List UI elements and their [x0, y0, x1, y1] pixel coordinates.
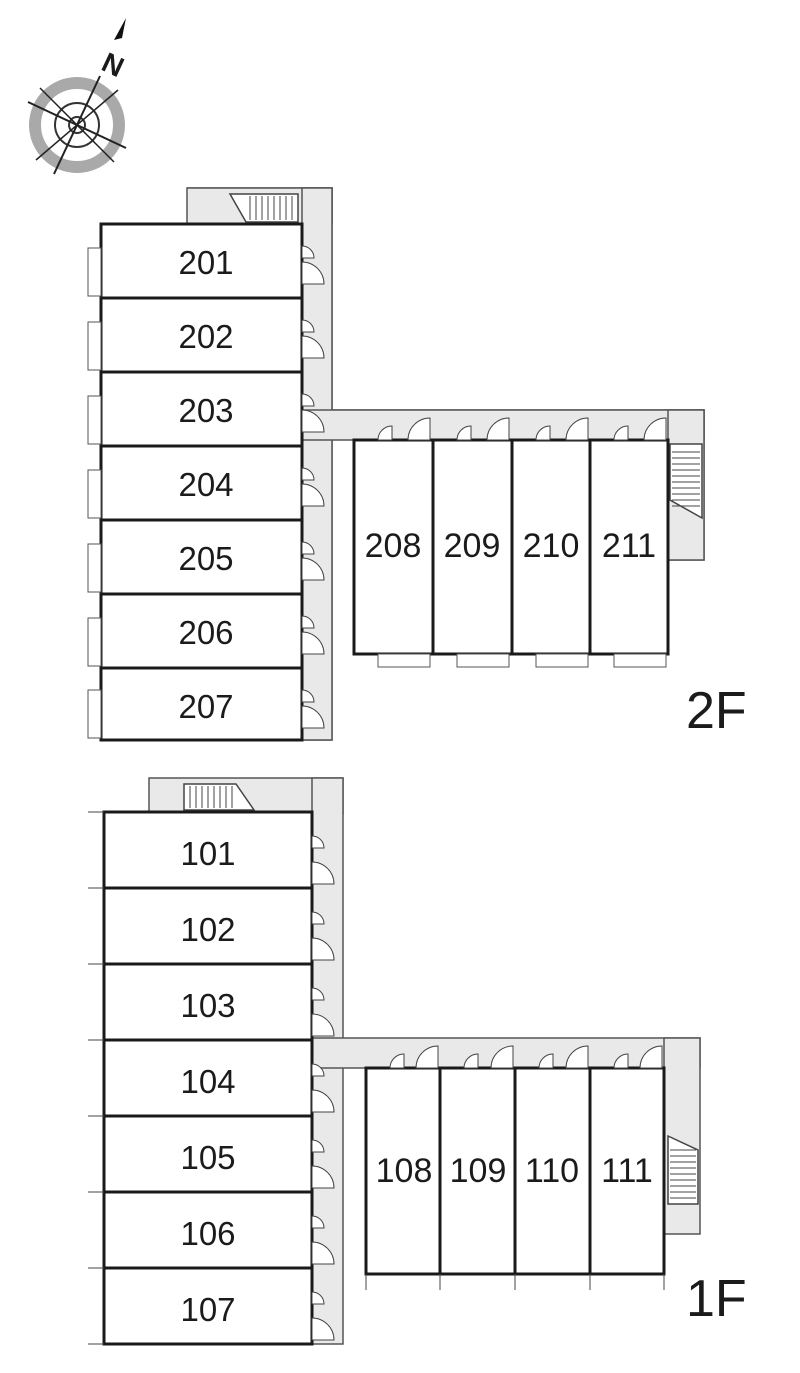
unit-211: 211: [588, 417, 670, 668]
stairs-1f-top-icon: [183, 783, 256, 811]
unit-109-label: 109: [450, 1152, 507, 1190]
stairs-2f-top-icon: [228, 193, 299, 223]
unit-209-label: 209: [444, 527, 501, 565]
unit-201: 201: [87, 222, 325, 300]
unit-104-label: 104: [180, 1063, 235, 1100]
unit-101-label: 101: [180, 835, 235, 872]
unit-210: 210: [510, 417, 592, 668]
floor-2f: 201 202 203 204 205: [87, 187, 747, 742]
floor-label-2f: 2F: [686, 682, 747, 740]
unit-208-label: 208: [365, 527, 422, 565]
unit-105-label: 105: [180, 1139, 235, 1176]
unit-107: 107: [88, 1266, 335, 1346]
unit-207-label: 207: [178, 688, 233, 725]
unit-110-label: 110: [525, 1152, 579, 1190]
unit-208: 208: [352, 417, 435, 668]
unit-207: 207: [87, 666, 325, 742]
unit-102-label: 102: [180, 911, 235, 948]
unit-103: 103: [88, 962, 335, 1042]
stairs-1f-right-icon: [667, 1134, 699, 1205]
unit-106-label: 106: [180, 1215, 235, 1252]
unit-210-label: 210: [523, 527, 580, 565]
floor-1f: 101 102 103 104 105: [88, 777, 747, 1346]
unit-111-label: 111: [601, 1152, 653, 1190]
unit-104: 104: [88, 1038, 335, 1118]
floor-label-1f: 1F: [686, 1270, 747, 1328]
unit-110: 110: [513, 1045, 592, 1290]
unit-106: 106: [88, 1190, 335, 1270]
stairs-2f-right-icon: [669, 443, 703, 520]
unit-204: 204: [87, 444, 325, 522]
unit-202-label: 202: [178, 318, 233, 355]
unit-103-label: 103: [180, 987, 235, 1024]
unit-202: 202: [87, 296, 325, 374]
unit-108-label: 108: [376, 1152, 433, 1190]
unit-204-label: 204: [178, 466, 233, 503]
unit-108: 108: [364, 1045, 442, 1290]
unit-102: 102: [88, 886, 335, 966]
unit-111: 111: [588, 1045, 666, 1290]
unit-201-label: 201: [178, 244, 233, 281]
unit-206-label: 206: [178, 614, 233, 651]
unit-109: 109: [438, 1045, 517, 1290]
compass-north-letter: N: [97, 46, 128, 83]
unit-206: 206: [87, 592, 325, 670]
unit-105: 105: [88, 1114, 335, 1194]
unit-209: 209: [431, 417, 514, 668]
unit-203-label: 203: [178, 392, 233, 429]
unit-205: 205: [87, 518, 325, 596]
unit-203: 203: [87, 370, 325, 448]
unit-107-label: 107: [180, 1291, 235, 1328]
unit-205-label: 205: [178, 540, 233, 577]
unit-211-label: 211: [602, 527, 656, 565]
unit-101: 101: [88, 810, 335, 890]
compass-icon: N: [27, 18, 129, 175]
